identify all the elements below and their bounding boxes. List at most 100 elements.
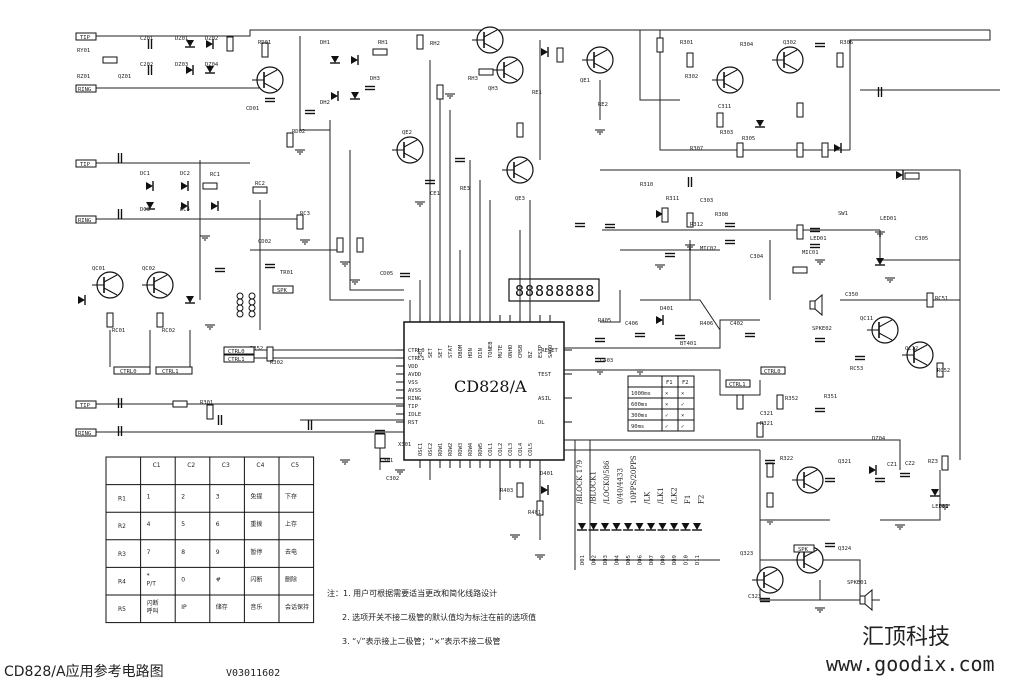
speaker-spke02-icon [809,293,823,317]
resistor-31 [756,422,764,438]
component-label: X301 [398,442,411,448]
ground-symbol [535,554,545,560]
component-label: C311 [718,104,731,110]
component-label: C350 [845,292,858,298]
option-switch-label: 10PPS/20PPS [630,455,638,504]
keypad-key: 闪断 [250,575,262,583]
component-label: LED01 [932,504,949,510]
ctrl0-connector-bottom: CTRL0 [113,366,151,375]
diode-16 [755,120,765,128]
component-label: QC12 [905,346,918,352]
capacitor-33 [855,355,865,361]
resistor-38 [941,455,949,471]
option-diode-label: D08 [661,555,667,565]
ground-symbol [510,534,520,540]
ground-symbol [415,201,425,207]
qc01-transistor [92,271,124,299]
resistor-15 [796,102,804,118]
svg-text:CTRL0: CTRL0 [764,369,781,375]
qh3-transistor [492,56,524,84]
brand-name: 汇顶科技 [862,625,950,650]
svg-text:RING: RING [78,431,91,437]
component-label: RC53 [850,366,863,372]
option-table-cell: ✓ [681,402,684,408]
capacitor-22 [675,334,685,340]
ground-symbol [300,239,310,245]
diode-11 [351,55,359,65]
option-diode-1 [577,523,587,531]
ground-symbol [395,469,405,475]
option-switch-label: /BLOCK 179 [576,460,584,504]
resistor-16 [796,142,804,158]
keypad-key: P/T [147,580,157,587]
component-label: R321 [760,421,773,427]
chip-pin-bottom: ROW1 [438,443,444,456]
chip-name: CD828/A [454,377,527,396]
component-label: RD01 [258,40,271,46]
option-diode-7 [646,523,656,531]
capacitor-5 [265,97,275,103]
component-label: C323 [748,594,761,600]
capacitor-25 [265,263,275,269]
component-label: Q321 [838,459,851,465]
component-label: C302 [386,476,399,482]
chip-pin-top: ONHO [508,345,514,358]
resistor-20 [252,186,268,194]
option-table-cell: ✓ [665,413,668,419]
qc11-transistor [867,316,899,344]
resistor-13 [716,112,724,128]
resistor-3 [261,42,269,58]
q321-transistor [792,466,824,494]
chip-pin-right: ASIL [538,396,552,402]
resistor-9 [516,122,524,138]
chip-pin-top: DIN [478,348,484,358]
svg-text:TIP: TIP [80,35,91,41]
capacitor-10 [575,222,585,228]
keypad-row-header: R2 [118,523,126,530]
chip-pin-left: CTRL1 [408,356,425,362]
chip-pin-bottom: COL3 [508,443,514,456]
ground-symbol [340,261,350,267]
option-switch-label: /LK [644,491,652,504]
diode-12 [331,91,339,101]
component-label: C321 [760,411,773,417]
keypad-key: 重拨 [250,520,262,528]
keypad-key: * [147,572,150,579]
component-label: R405 [598,318,611,324]
component-label: CZ1 [887,462,897,468]
diode-19 [875,258,885,266]
component-label: R351 [824,394,837,400]
crystal-icon [374,433,386,449]
component-label: C301 [380,458,393,464]
display-digits: 88888888 [515,282,595,300]
component-label: RH2 [430,41,440,47]
resistor-24 [266,346,274,362]
component-label: RD02 [292,129,305,135]
note-1: 注：1. 用户可根据需要适当更改和简化线路设计 [327,588,497,598]
chip-pin-top: SET [418,347,424,358]
keypad-key: 呼叫 [147,607,159,615]
component-label: RE3 [460,186,470,192]
resistor-2 [226,36,234,52]
component-label: QC02 [142,266,155,272]
keypad-key: 1 [147,494,151,501]
component-label: CZ2 [905,461,915,467]
keypad-key: 下存 [285,493,297,501]
capacitor-26 [400,272,410,278]
diode-23 [869,465,877,475]
ring-connector-2: RING [75,215,97,224]
diode-1 [185,40,195,48]
component-label: RZ01 [77,74,90,80]
capacitor-21 [635,332,645,338]
component-label: RC51 [935,296,948,302]
tip-connector-1: TIP [75,32,97,41]
diode-18 [896,170,904,180]
component-label: DC2 [180,171,190,177]
keypad-key: 7 [147,549,151,556]
chip-pin-left: VSS [408,380,418,386]
diode-25 [185,296,195,304]
qe1-transistor [582,46,614,74]
ground-symbol [340,459,350,465]
diode-24 [78,295,86,305]
